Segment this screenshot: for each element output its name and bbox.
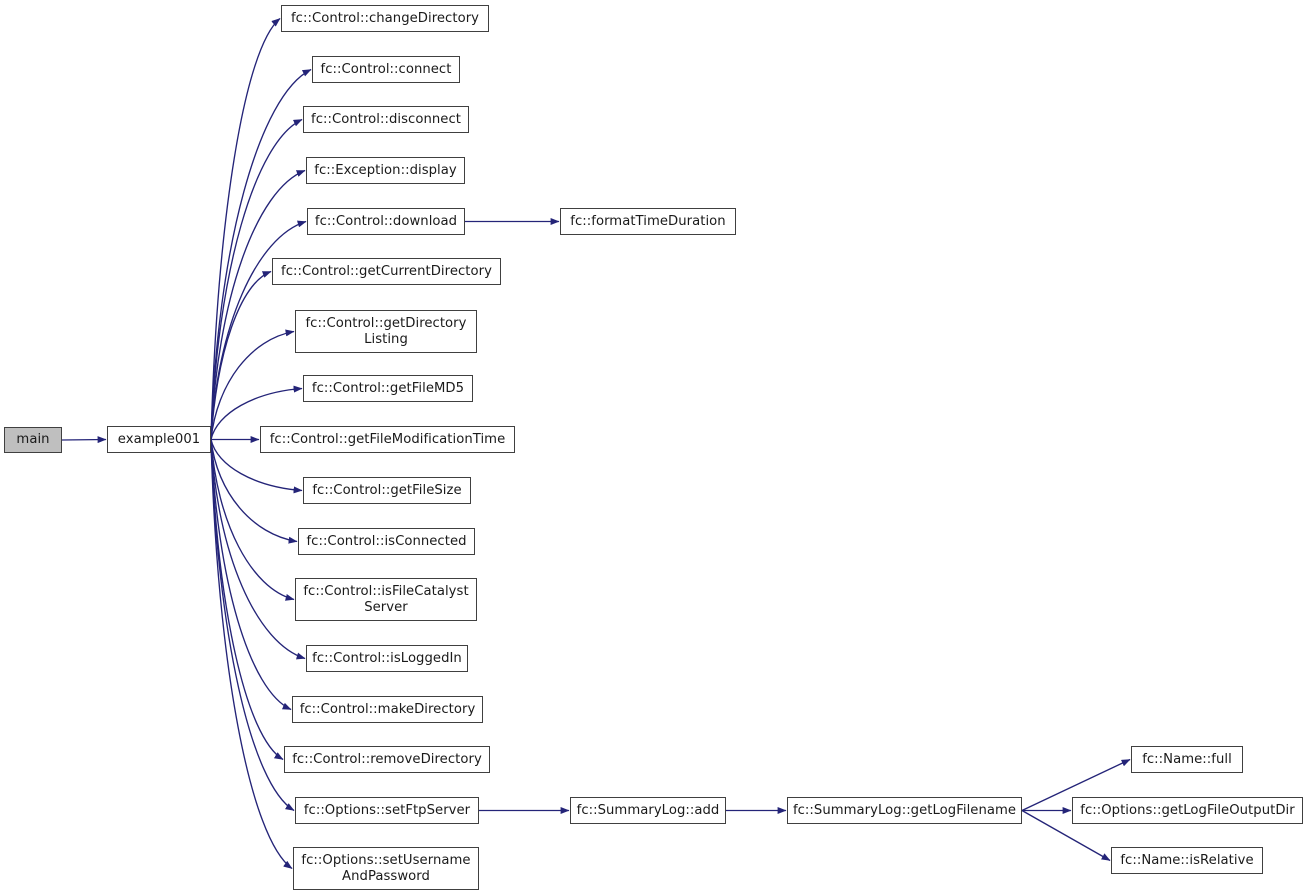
graph-node-getCurrentDirectory[interactable]: fc::Control::getCurrentDirectory [272,258,501,285]
graph-node-label: fc::Name::full [1142,751,1232,767]
graph-node-label: fc::Control::getCurrentDirectory [281,263,492,279]
graph-node-label: example001 [117,431,201,447]
graph-edge-example001-to-display [210,169,306,440]
graph-edge-example001-to-download [210,220,307,440]
graph-node-label: fc::Control::disconnect [311,111,461,127]
graph-edge-example001-to-getCurrentDirectory [210,270,272,440]
graph-edge-example001-to-makeDirectory [210,439,292,711]
graph-node-formatTimeDuration[interactable]: fc::formatTimeDuration [560,208,736,235]
graph-node-label: fc::Control::changeDirectory [290,10,480,26]
graph-node-label: fc::Control::getFileModificationTime [269,431,506,447]
graph-node-label: main [16,432,50,448]
graph-node-label: fc::Control::isConnected [306,533,467,549]
graph-node-label: fc::formatTimeDuration [570,213,726,229]
graph-node-nameFull[interactable]: fc::Name::full [1131,746,1243,773]
graph-node-removeDirectory[interactable]: fc::Control::removeDirectory [284,746,490,773]
graph-edge-example001-to-changeDirectory [210,17,281,440]
graph-edge-example001-to-isLoggedIn [210,439,306,660]
graph-node-summaryLogAdd[interactable]: fc::SummaryLog::add [570,797,726,824]
graph-node-label: fc::Control::isLoggedIn [312,650,462,666]
graph-edge-example001-to-removeDirectory [210,439,284,761]
graph-node-connect[interactable]: fc::Control::connect [312,56,460,83]
graph-node-label: fc::SummaryLog::getLogFilename [792,802,1017,818]
graph-node-label: fc::Control::getFileMD5 [311,380,465,396]
graph-node-isFileCatalystServer[interactable]: fc::Control::isFileCatalyst Server [295,578,477,621]
graph-node-getLogFilename[interactable]: fc::SummaryLog::getLogFilename [787,797,1022,824]
graph-edge-example001-to-getDirectoryListing [210,329,295,440]
graph-node-example001[interactable]: example001 [107,426,211,453]
graph-node-main[interactable]: main [4,427,62,453]
graph-edge-example001-to-isFileCatalystServer [210,439,295,601]
graph-node-download[interactable]: fc::Control::download [307,208,465,235]
graph-edge-example001-to-setFtpServer [210,439,295,812]
graph-node-label: fc::Name::isRelative [1120,852,1254,868]
graph-node-label: fc::Control::download [314,213,458,229]
graph-node-getLogFileOutputDir[interactable]: fc::Options::getLogFileOutputDir [1072,797,1303,824]
graph-node-display[interactable]: fc::Exception::display [306,157,465,184]
graph-node-getDirectoryListing[interactable]: fc::Control::getDirectory Listing [295,310,477,353]
graph-node-label: fc::Options::setUsername AndPassword [301,853,471,884]
graph-edge-example001-to-connect [210,68,312,440]
graph-node-getFileSize[interactable]: fc::Control::getFileSize [303,477,471,504]
graph-edge-main-to-example001 [61,436,107,444]
graph-node-changeDirectory[interactable]: fc::Control::changeDirectory [281,5,489,32]
graph-edge-example001-to-isConnected [210,439,298,544]
graph-node-label: fc::Control::removeDirectory [292,751,482,767]
graph-node-makeDirectory[interactable]: fc::Control::makeDirectory [292,696,483,723]
graph-node-label: fc::SummaryLog::add [576,802,720,818]
graph-node-label: fc::Control::getDirectory Listing [305,316,467,347]
graph-node-label: fc::Control::getFileSize [312,482,462,498]
graph-node-label: fc::Control::makeDirectory [299,701,476,717]
graph-node-label: fc::Control::connect [320,61,452,77]
graph-edge-example001-to-setUsernameAndPassword [210,439,293,870]
graph-node-label: fc::Control::isFileCatalyst Server [303,584,469,615]
graph-node-setFtpServer[interactable]: fc::Options::setFtpServer [295,797,479,824]
graph-node-label: fc::Options::getLogFileOutputDir [1080,802,1295,818]
graph-node-nameIsRelative[interactable]: fc::Name::isRelative [1111,847,1263,874]
graph-node-label: fc::Options::setFtpServer [303,802,471,818]
graph-node-isConnected[interactable]: fc::Control::isConnected [298,528,475,555]
graph-node-setUsernameAndPassword[interactable]: fc::Options::setUsername AndPassword [293,847,479,890]
graph-node-disconnect[interactable]: fc::Control::disconnect [303,106,469,133]
graph-node-label: fc::Exception::display [314,162,457,178]
graph-node-getFileMD5[interactable]: fc::Control::getFileMD5 [303,375,473,402]
graph-node-getFileModificationTime[interactable]: fc::Control::getFileModificationTime [260,426,515,453]
graph-node-isLoggedIn[interactable]: fc::Control::isLoggedIn [306,645,468,672]
